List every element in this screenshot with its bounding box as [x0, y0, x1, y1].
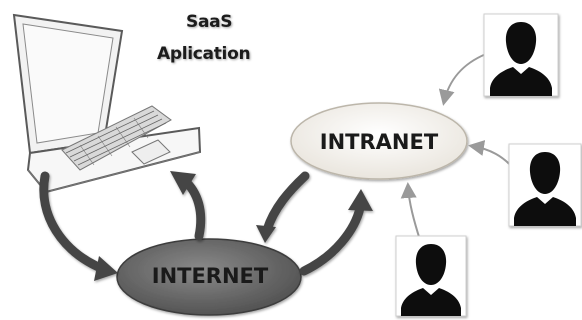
internet-to-intranet-arrow: [299, 189, 373, 276]
laptop-to-internet-arrow: [39, 171, 118, 281]
app-title-line1: SaaS: [186, 12, 233, 32]
user-icon: [395, 235, 467, 317]
intranet-label: INTRANET: [319, 130, 439, 154]
user-icon: [508, 143, 582, 227]
user-bottom-connector-arrow: [400, 182, 421, 241]
internet-to-laptop-arrow: [170, 171, 206, 241]
user-icon: [483, 13, 559, 97]
internet-label: INTERNET: [151, 264, 269, 288]
internet-node-shape: [116, 238, 302, 316]
app-title-line2: Aplication: [157, 44, 251, 64]
intranet-node-shape: [290, 102, 468, 180]
user-top-connector-arrow: [438, 53, 487, 106]
intranet-to-internet-arrow: [256, 171, 310, 243]
